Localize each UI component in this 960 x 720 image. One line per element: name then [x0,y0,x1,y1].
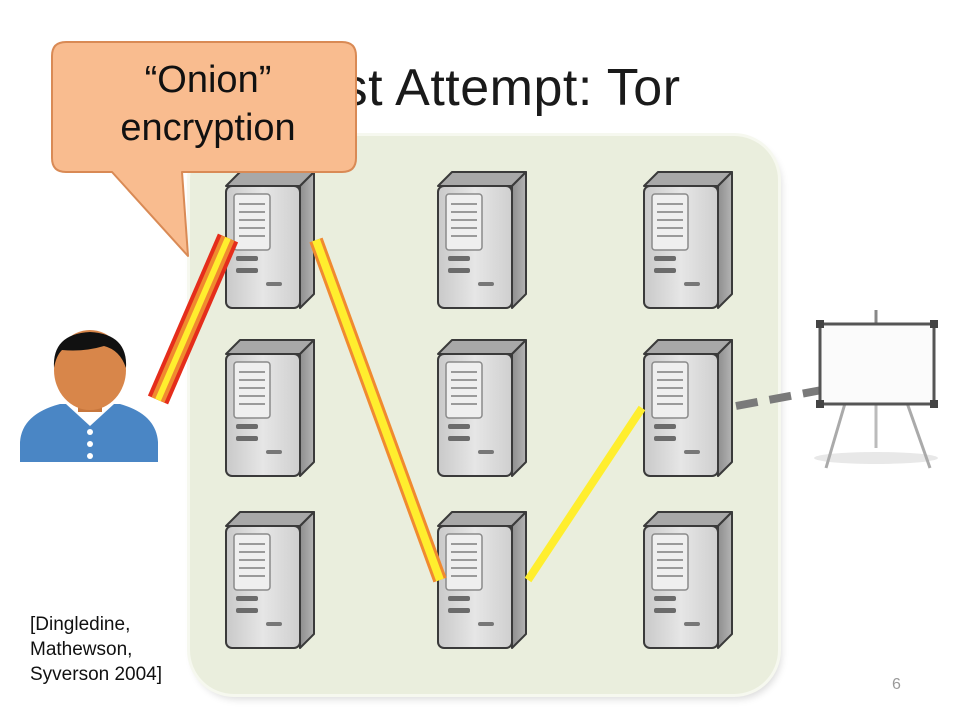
citation: [Dingledine, Mathewson, Syverson 2004] [30,612,162,687]
onion-link-relay2-to-exit [524,405,646,583]
server-icon [643,171,733,309]
whiteboard-icon [814,310,938,469]
server-icon [225,339,315,477]
server-icon [225,171,315,309]
server-icon [437,511,527,649]
callout-line-1: “Onion” [144,59,272,101]
callout-line-2: encryption [120,107,296,149]
server-icon [225,511,315,649]
plain-link-exit-to-destination [735,386,823,410]
server-icon [643,339,733,477]
server-icon [643,511,733,649]
onion-link-relay1-to-relay2 [309,237,447,583]
onion-encryption-callout [51,41,357,257]
citation-line-2: Mathewson, [30,639,133,660]
citation-line-1: [Dingledine, [30,614,131,635]
user-icon [20,330,158,462]
callout-text: “Onion” encryption [58,56,358,152]
server-icon [437,171,527,309]
server-icon [437,339,527,477]
citation-line-3: Syverson 2004] [30,664,163,685]
page-number: 6 [892,676,901,693]
onion-link-user-to-relay1 [147,233,239,405]
